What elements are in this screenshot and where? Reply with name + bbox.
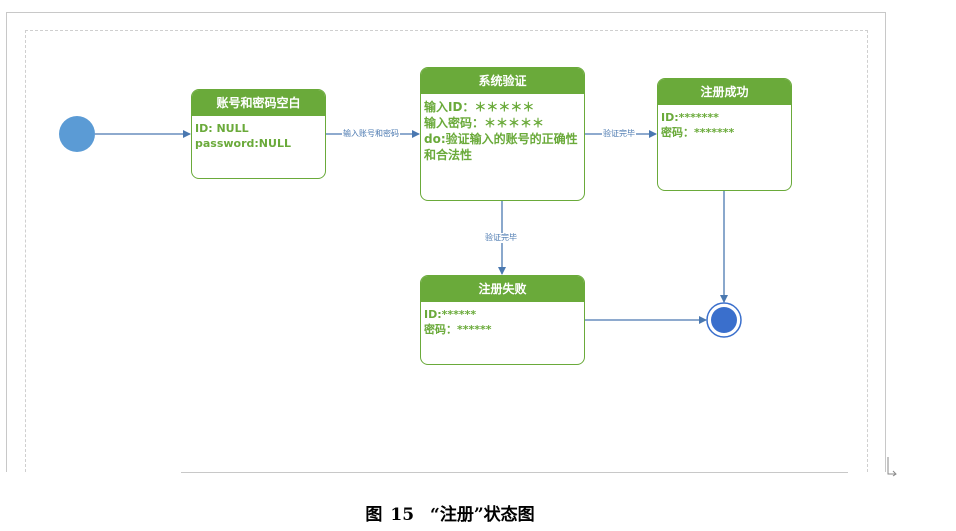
text-boundary-line xyxy=(181,472,848,473)
state-title: 账号和密码空白 xyxy=(192,90,325,116)
transition-label-success: 验证完毕 xyxy=(602,129,636,139)
state-attribute: password:NULL xyxy=(195,137,291,150)
document-page-frame xyxy=(6,12,886,472)
state-attribute: 和合法性 xyxy=(424,148,473,162)
initial-node xyxy=(59,116,95,152)
figure-caption: 图 15 “注册”状态图 xyxy=(0,500,900,525)
state-attribute: do:验证输入的账号的正确性 xyxy=(424,132,578,146)
final-node xyxy=(711,307,737,333)
state-blank-credentials: 账号和密码空白 ID: NULL password:NULL xyxy=(191,89,326,179)
figure-number: 15 xyxy=(390,505,415,525)
state-attribute: ID:******* xyxy=(661,111,719,124)
state-attribute: ID:****** xyxy=(424,308,477,321)
state-register-success: 注册成功 ID:******* 密码：******* xyxy=(657,78,792,191)
transition-label-input: 输入账号和密码 xyxy=(342,129,400,139)
state-attribute: 输入密码：＊＊＊＊＊ xyxy=(424,116,545,130)
state-attribute: 密码：******* xyxy=(661,126,735,139)
paragraph-mark-icon xyxy=(887,457,897,477)
state-title: 注册成功 xyxy=(658,79,791,105)
transition-label-fail: 验证完毕 xyxy=(484,233,518,243)
state-register-fail: 注册失败 ID:****** 密码：****** xyxy=(420,275,585,365)
figure-label: 图 xyxy=(365,505,383,525)
state-attribute: 输入ID：＊＊＊＊＊ xyxy=(424,100,535,114)
state-attribute: 密码：****** xyxy=(424,323,492,336)
state-system-verify: 系统验证 输入ID：＊＊＊＊＊ 输入密码：＊＊＊＊＊ do:验证输入的账号的正确… xyxy=(420,67,585,201)
state-attribute: ID: NULL xyxy=(195,122,249,135)
figure-title: “注册”状态图 xyxy=(430,505,535,525)
state-title: 系统验证 xyxy=(421,68,584,94)
diagram-canvas-frame xyxy=(25,30,868,472)
state-title: 注册失败 xyxy=(421,276,584,302)
